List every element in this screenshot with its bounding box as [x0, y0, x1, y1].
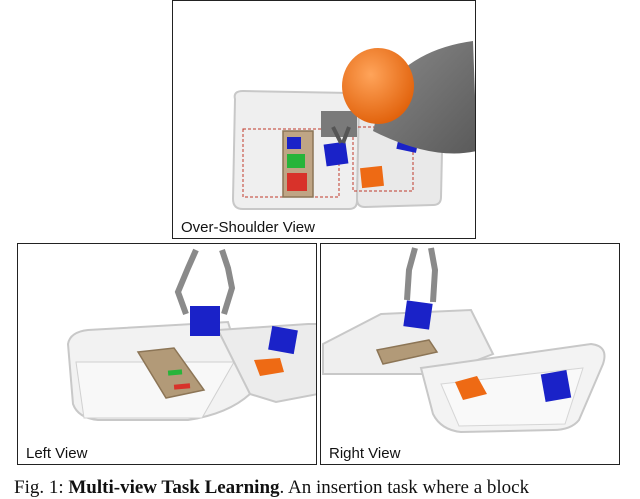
- box-slot-blue: [287, 137, 301, 149]
- orange-gripper-wrist: [342, 48, 414, 124]
- caption-text: . An insertion task where a block: [279, 477, 530, 498]
- over-shoulder-scene: [231, 41, 475, 210]
- caption-bold-title: Multi-view Task Learning: [68, 477, 280, 498]
- right-view-insertion-box: [375, 339, 439, 365]
- gripper-fingers: [331, 126, 351, 144]
- figure-caption: Fig. 1: Multi-view Task Learning. An ins…: [0, 477, 640, 499]
- over-shoulder-view-panel: Over-Shoulder View: [172, 0, 476, 239]
- right-view-bin-back: [322, 308, 495, 375]
- right-view-blue-block-held: [403, 300, 433, 330]
- left-view-slot-green: [167, 369, 183, 376]
- left-view-orange-block: [254, 358, 284, 376]
- left-view-panel: Left View: [17, 243, 317, 465]
- box-slot-green: [287, 154, 305, 168]
- right-view-blue-block: [540, 369, 572, 403]
- orange-block: [360, 165, 384, 189]
- right-view-panel: Right View: [320, 243, 620, 465]
- robot-arm: [373, 41, 475, 154]
- left-view-scene: [66, 248, 316, 421]
- right-view-orange-block: [455, 376, 487, 400]
- right-view-scene: [322, 247, 606, 434]
- left-view-slot-red: [173, 383, 191, 390]
- left-view-gripper: [174, 248, 236, 316]
- caption-prefix: Fig. 1:: [14, 477, 69, 498]
- left-view-blue-block: [268, 325, 298, 355]
- blue-block-held: [323, 141, 349, 167]
- gripper-base: [321, 111, 357, 137]
- left-view-blue-block-held: [190, 306, 220, 336]
- panel-label-left: Left View: [26, 445, 88, 462]
- box-slot-red: [287, 173, 307, 191]
- panel-label-right: Right View: [329, 445, 401, 462]
- right-view-gripper: [404, 247, 439, 303]
- panel-label-over-shoulder: Over-Shoulder View: [181, 219, 315, 236]
